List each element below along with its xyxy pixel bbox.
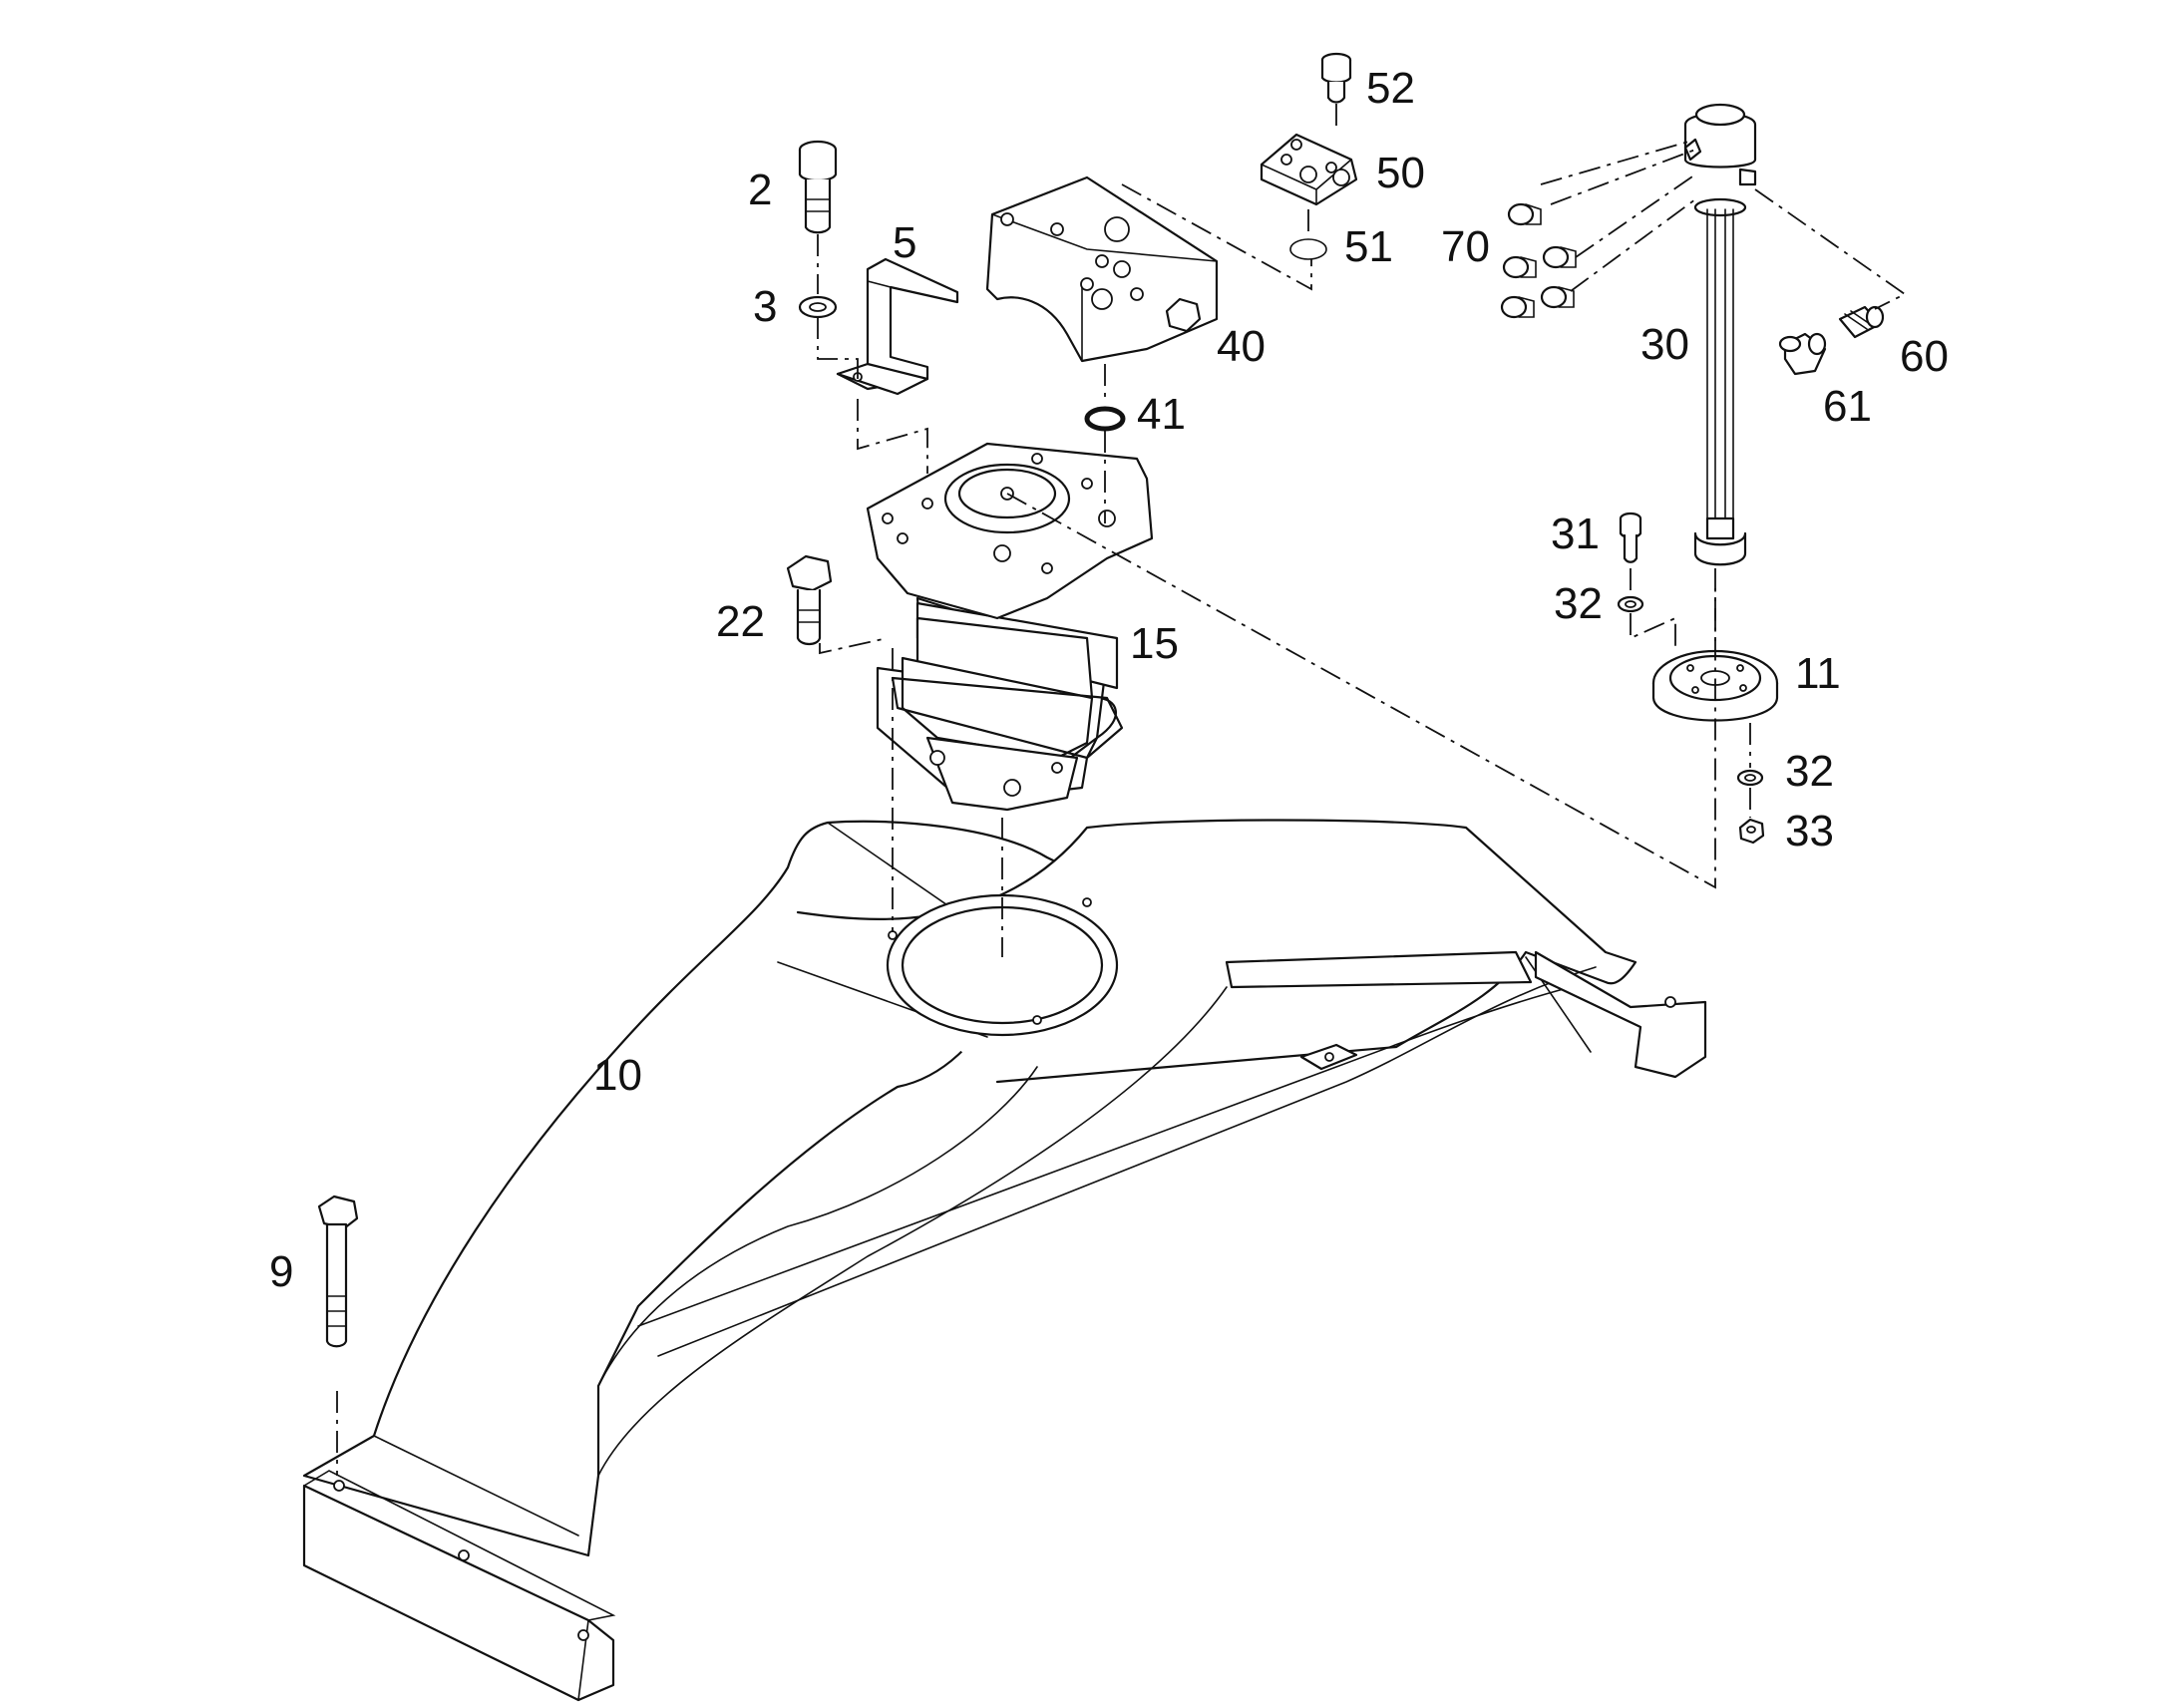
seal-ring-part-51 bbox=[1289, 238, 1327, 260]
cover-plate-part-50 bbox=[1260, 133, 1358, 206]
bracket-part-5 bbox=[836, 257, 959, 396]
callout-51: 51 bbox=[1344, 222, 1393, 271]
callout-11: 11 bbox=[1795, 649, 1841, 698]
nut-part-33 bbox=[1738, 818, 1765, 845]
callout-70: 70 bbox=[1441, 222, 1490, 271]
callout-60: 60 bbox=[1900, 332, 1949, 381]
callout-15: 15 bbox=[1130, 619, 1179, 668]
sensor-rod-part-30 bbox=[1683, 103, 1757, 566]
callout-32-upper: 32 bbox=[1554, 579, 1603, 628]
drive-motor-part-15 bbox=[866, 442, 1154, 812]
callout-9: 9 bbox=[269, 1247, 293, 1296]
callout-50: 50 bbox=[1376, 149, 1425, 197]
cap-screw-part-31 bbox=[1619, 512, 1642, 563]
callout-22: 22 bbox=[716, 597, 765, 646]
callout-3: 3 bbox=[753, 282, 777, 331]
plugs-part-70 bbox=[1500, 202, 1577, 319]
o-ring-part-41 bbox=[1084, 406, 1126, 432]
cap-screw-part-2 bbox=[798, 140, 838, 234]
valve-block-part-40 bbox=[985, 175, 1219, 363]
callout-2: 2 bbox=[748, 166, 772, 214]
callout-33: 33 bbox=[1785, 807, 1834, 855]
frame-arm-part-10 bbox=[302, 819, 1707, 1702]
washer-part-32-upper bbox=[1617, 595, 1644, 613]
cap-screw-part-52 bbox=[1320, 52, 1352, 104]
hex-bolt-part-9 bbox=[317, 1195, 359, 1348]
washer-part-3 bbox=[798, 295, 838, 319]
fitting-part-60 bbox=[1838, 305, 1885, 339]
assembly-lines bbox=[336, 104, 1907, 1476]
callout-31: 31 bbox=[1551, 510, 1600, 558]
callout-41: 41 bbox=[1137, 390, 1186, 439]
elbow-fitting-part-61 bbox=[1778, 332, 1827, 376]
callout-52: 52 bbox=[1366, 64, 1415, 113]
callout-labels: 2 3 5 9 10 11 15 22 30 31 32 32 33 40 41… bbox=[269, 64, 1949, 1296]
washer-part-32-lower bbox=[1736, 769, 1764, 787]
callout-10: 10 bbox=[593, 1051, 642, 1100]
callout-30: 30 bbox=[1640, 320, 1689, 369]
callout-5: 5 bbox=[893, 218, 916, 267]
callout-40: 40 bbox=[1217, 322, 1266, 371]
callout-61: 61 bbox=[1823, 382, 1872, 431]
hex-bolt-part-22 bbox=[786, 554, 833, 646]
callout-32-lower: 32 bbox=[1785, 747, 1834, 796]
